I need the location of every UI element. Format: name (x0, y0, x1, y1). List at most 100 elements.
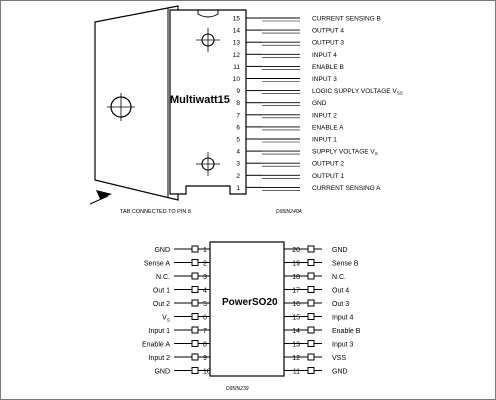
multiwatt-pin-label: INPUT 1 (312, 137, 337, 144)
multiwatt-pin-number: 10 (233, 76, 241, 83)
powerso-right-pin-label: Out 4 (332, 288, 349, 295)
multiwatt-pin-label: ENABLE A (312, 124, 344, 131)
tab-note: TAB CONNECTED TO PIN 8 (120, 209, 191, 215)
multiwatt-pin-number: 11 (233, 64, 240, 71)
powerso-left-pin-label: Input 2 (149, 355, 171, 362)
powerso-left-pin-number: 9 (203, 355, 207, 362)
multiwatt-pin-number: 6 (236, 124, 240, 131)
powerso-right-pin-number: 18 (292, 274, 300, 281)
powerso-right-pin-number: 14 (292, 328, 300, 335)
multiwatt-pin-label: OUTPUT 3 (312, 40, 344, 47)
powerso-right-pin-label: Sense B (332, 261, 359, 268)
powerso-left-pin-number: 3 (203, 274, 207, 281)
multiwatt-top-notch (197, 10, 219, 18)
powerso-left-pin-number: 10 (203, 369, 211, 376)
powerso-right-pin-number: 11 (293, 369, 300, 376)
powerso-left-pin-label: VS (162, 315, 171, 324)
powerso-left-pin-box (191, 245, 199, 253)
powerso-left-pin-box (191, 313, 199, 320)
multiwatt-pin-label: GND (312, 100, 327, 107)
powerso-right-pin-number: 19 (292, 261, 300, 268)
multiwatt-pin-number: 13 (233, 40, 241, 47)
powerso-right-pin-number: 15 (292, 315, 300, 322)
powerso-right-pin-box (307, 259, 315, 266)
powerso-right-pin-label: VSS (332, 355, 346, 362)
multiwatt-pin-number: 14 (233, 28, 241, 35)
powerso-left-pin-label: Input 1 (149, 328, 171, 335)
multiwatt-package-name: Multiwatt15 (170, 94, 230, 106)
powerso-left-pin-number: 6 (203, 315, 207, 322)
powerso-left-pin-label: Out 2 (153, 301, 170, 308)
powerso-left-pin-box (191, 259, 199, 266)
multiwatt-pin-number: 4 (236, 149, 240, 156)
powerso-right-pin-label: GND (332, 247, 348, 254)
powerso-right-pin-label: N.C. (332, 274, 346, 281)
powerso-left-pin-box (191, 272, 199, 280)
multiwatt-tab-outline (94, 5, 179, 201)
powerso-left-pin-label: N.C. (156, 274, 170, 281)
multiwatt-pin-number: 7 (236, 112, 240, 119)
powerso-right-pin-label: Input 4 (332, 315, 354, 322)
tab-note-leader (89, 195, 109, 205)
powerso-right-pin-box (307, 367, 315, 374)
powerso-right-pin-number: 16 (292, 301, 300, 308)
powerso-body (209, 241, 285, 377)
powerso-right-pin-number: 12 (292, 355, 300, 362)
powerso-right-pin-box (307, 272, 315, 280)
powerso-left-pin-number: 8 (203, 342, 207, 349)
powerso-left-pin-number: 5 (203, 301, 207, 308)
multiwatt-pin-label: OUTPUT 2 (312, 161, 344, 168)
powerso-right-pin-box (307, 299, 315, 307)
multiwatt-pin-label: INPUT 2 (312, 112, 337, 119)
powerso-left-pin-box (191, 353, 199, 361)
powerso-right-pin-number: 17 (292, 288, 300, 295)
multiwatt-pin-label: ENABLE B (312, 64, 344, 71)
powerso-right-pin-box (307, 286, 315, 293)
multiwatt-pin-number: 9 (236, 88, 240, 95)
powerso-right-pin-label: Out 3 (332, 301, 349, 308)
multiwatt-pin-label: OUTPUT 1 (312, 173, 344, 180)
powerso-right-pin-box (307, 245, 315, 253)
multiwatt-pin-label: INPUT 4 (312, 52, 337, 59)
multiwatt-pin-number: 2 (236, 173, 240, 180)
powerso-right-pin-label: Enable B (332, 328, 361, 335)
powerso-right-pin-box (307, 313, 315, 320)
powerso-right-pin-box (307, 340, 315, 347)
powerso-right-pin-label: GND (332, 369, 348, 376)
multiwatt-pin-number: 15 (233, 16, 241, 23)
multiwatt-pin-number: 1 (236, 185, 240, 192)
powerso-left-pin-label: GND (154, 369, 170, 376)
powerso-left-pin-box (191, 286, 199, 293)
multiwatt-pin-label: CURRENT SENSING B (312, 16, 381, 23)
multiwatt-pin-number: 5 (236, 137, 240, 144)
powerso-right-pin-number: 13 (292, 342, 300, 349)
powerso-left-pin-box (191, 326, 199, 334)
powerso-package-name: PowerSO20 (222, 297, 278, 308)
powerso-left-pin-label: GND (154, 247, 170, 254)
powerso-left-pin-box (191, 299, 199, 307)
powerso-left-pin-number: 7 (203, 328, 207, 335)
multiwatt-body (169, 9, 247, 195)
powerso-right-pin-box (307, 353, 315, 361)
powerso-left-pin-label: Out 1 (153, 288, 170, 295)
powerso-left-pin-box (191, 340, 199, 347)
powerso-left-pin-label: Enable A (142, 342, 170, 349)
powerso-right-pin-number: 20 (292, 247, 300, 254)
powerso-drawing-code: D95IN239 (226, 386, 249, 392)
powerso-left-pin-number: 2 (203, 261, 207, 268)
powerso-right-pin-label: Input 3 (332, 342, 354, 349)
multiwatt-pin-number: 3 (236, 161, 240, 168)
powerso-right-pin-box (307, 326, 315, 334)
powerso-left-pin-box (191, 367, 199, 374)
powerso-left-pin-number: 1 (203, 247, 207, 254)
multiwatt-pin-label: SUPPLY VOLTAGE VS (312, 149, 378, 157)
multiwatt-pin-label: LOGIC SUPPLY VOLTAGE VSS (312, 88, 403, 96)
multiwatt-pin-label: OUTPUT 4 (312, 28, 344, 35)
multiwatt-pin-label: INPUT 3 (312, 76, 337, 83)
multiwatt-pin-label: CURRENT SENSING A (312, 185, 381, 192)
multiwatt-pin-number: 8 (236, 100, 240, 107)
multiwatt-drawing-code: D95IN240A (276, 209, 303, 215)
